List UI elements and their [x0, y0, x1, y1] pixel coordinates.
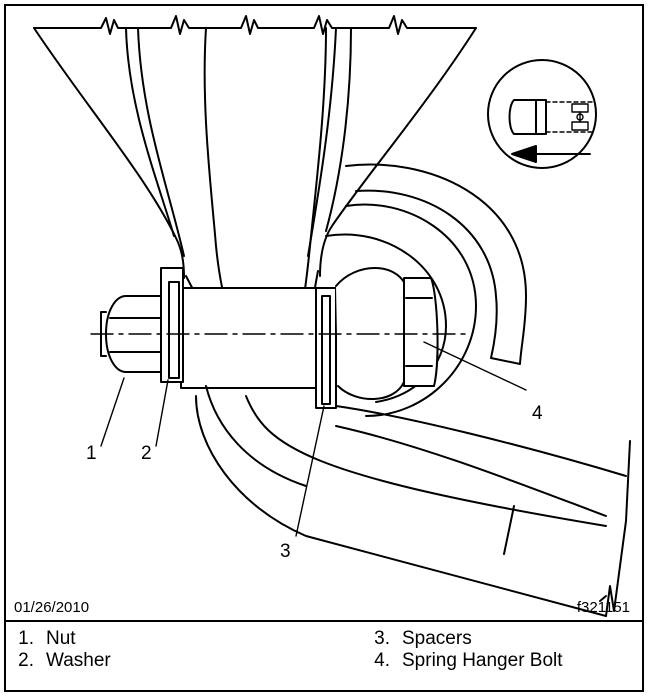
legend-item: 2. Washer [6, 650, 111, 672]
figure-id: f321151 [576, 599, 630, 616]
figure-frame: 1 2 3 4 01/26/2010 f321151 1. Nut 2. Was… [4, 4, 644, 692]
legend-label: Washer [46, 650, 111, 671]
legend-left: 1. Nut 2. Washer [6, 628, 111, 672]
leader-4 [423, 341, 527, 391]
legend-item: 3. Spacers [362, 628, 563, 650]
technical-drawing [33, 15, 631, 617]
legend-label: Spring Hanger Bolt [402, 650, 563, 671]
bolt-head [403, 277, 439, 387]
callout-2: 2 [141, 443, 152, 464]
legend-number: 4. [374, 650, 390, 671]
legend-divider [6, 620, 642, 622]
leader-3 [295, 405, 325, 537]
legend-item: 4. Spring Hanger Bolt [362, 650, 563, 672]
legend-number: 2. [18, 650, 34, 671]
spring-eye-outer [345, 163, 527, 365]
legend-label: Nut [46, 628, 76, 649]
callout-1: 1 [86, 443, 97, 464]
revision-date: 01/26/2010 [14, 599, 90, 616]
hanger-break-line [33, 15, 477, 35]
forward-arrow-icon [511, 145, 591, 163]
legend-number: 1. [18, 628, 34, 649]
leader-2 [155, 379, 169, 447]
bolt-shaft [180, 287, 322, 389]
callout-4: 4 [532, 403, 543, 424]
callout-3: 3 [280, 541, 291, 562]
leader-1 [100, 377, 125, 447]
legend-item: 1. Nut [6, 628, 111, 650]
vehicle-orientation-icon [487, 59, 597, 169]
legend-right: 3. Spacers 4. Spring Hanger Bolt [362, 628, 563, 672]
legend-label: Spacers [402, 628, 472, 649]
legend-number: 3. [374, 628, 390, 649]
spring-hanger-bracket [33, 27, 185, 279]
